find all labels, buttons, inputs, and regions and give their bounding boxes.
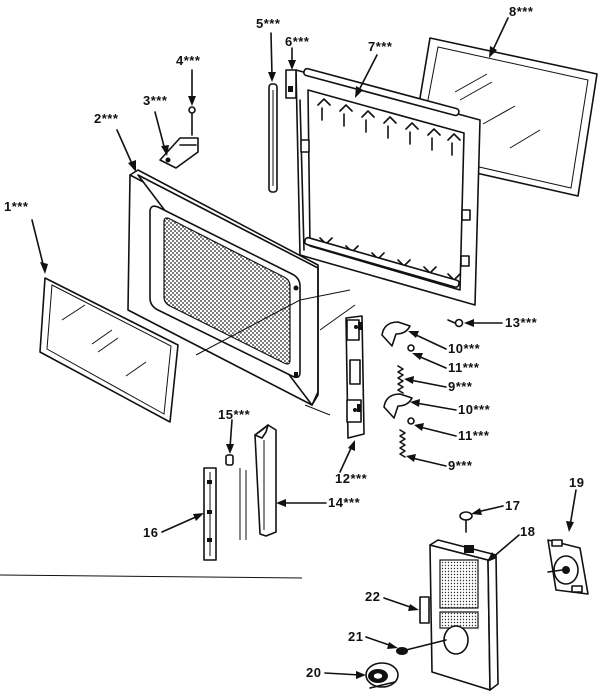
part-13-screw (447, 318, 464, 328)
callout-13: 13*** (505, 315, 538, 330)
callout-7: 7*** (368, 39, 393, 54)
callout-10b: 10*** (458, 402, 491, 417)
part-22-switch (419, 596, 430, 624)
part-5-side-strip (268, 83, 278, 193)
part-19-timer (547, 539, 589, 595)
part-20-knob (365, 662, 399, 689)
part-15-pin (225, 454, 234, 466)
part-18-control-panel (429, 539, 499, 691)
callout-21: 21 (348, 629, 364, 644)
callout-4: 4*** (176, 53, 201, 68)
callout-3: 3*** (143, 93, 168, 108)
part-14-handle (239, 424, 277, 540)
callout-8: 8*** (509, 4, 534, 19)
callout-22: 22 (365, 589, 381, 604)
part-12-latch-plate (345, 315, 365, 439)
callout-9a: 9*** (448, 379, 473, 394)
part-10-latch-hooks (381, 321, 413, 419)
callout-1: 1*** (4, 199, 29, 214)
separator-line (0, 574, 303, 579)
part-9-springs (397, 365, 406, 458)
callout-19: 19 (569, 475, 585, 490)
part-4-screw (188, 106, 196, 136)
part-6-hinge-clip (285, 69, 297, 99)
callout-6: 6*** (285, 34, 310, 49)
callout-9b: 9*** (448, 458, 473, 473)
callout-17: 17 (505, 498, 521, 513)
part-7-seal-strips (303, 67, 460, 288)
assembly-guide-lines (195, 289, 356, 416)
callout-18: 18 (520, 524, 536, 539)
part-21-shaft (396, 639, 447, 655)
callout-15: 15*** (218, 407, 251, 422)
callout-5: 5*** (256, 16, 281, 31)
part-16-bar (203, 467, 217, 561)
callout-11a: 11*** (448, 360, 480, 375)
part-3-bracket (159, 137, 199, 169)
callout-10a: 10*** (448, 341, 481, 356)
callout-12: 12*** (335, 471, 368, 486)
part-7-door-frame (295, 69, 481, 306)
callout-14: 14*** (328, 495, 361, 510)
callout-20: 20 (306, 665, 322, 680)
part-11-pins (407, 344, 415, 425)
leader-lines (31, 17, 577, 679)
part-1-inner-glass (39, 277, 179, 423)
callout-11b: 11*** (458, 428, 490, 443)
part-17-screw (459, 511, 473, 533)
callout-16: 16 (143, 525, 159, 540)
callout-2: 2*** (94, 111, 119, 126)
part-2-door-body (127, 169, 319, 406)
